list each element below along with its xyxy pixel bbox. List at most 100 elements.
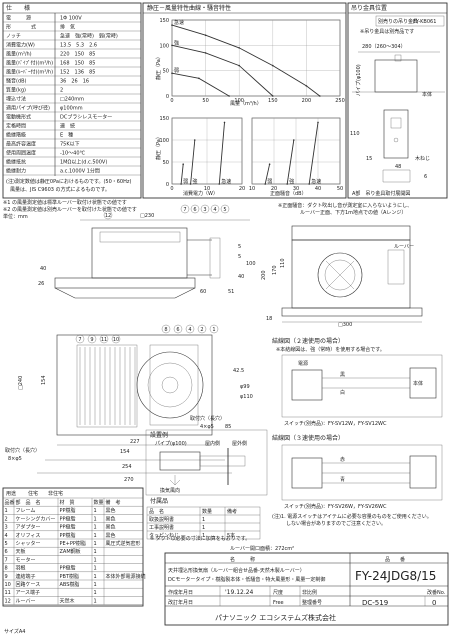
title-drawing-no: DC-519	[362, 599, 388, 607]
hanger-wood: 木ねじ	[415, 155, 430, 162]
spec-row-label: 質量(kg)	[6, 87, 26, 94]
parts-cell: 4	[5, 533, 8, 539]
accessories-header-cell: 品 名	[149, 508, 164, 515]
part-balloon	[210, 204, 220, 214]
parts-cell: 1	[94, 525, 97, 531]
bottom-dim-254: 254	[122, 464, 132, 470]
spec-row-value: 1Φ 100V	[60, 16, 82, 22]
wiring-white: 白	[340, 389, 345, 396]
parts-header-cell: 品番	[5, 499, 15, 506]
wiring-note-2b: しない場合がありますのでご注意ください。	[286, 520, 386, 527]
parts-header-cell: 部 品 名	[16, 499, 41, 506]
bottom-dim-270: 270	[124, 477, 134, 483]
spec-row-label: 電 源	[6, 15, 31, 22]
measure-note-1: ※1 の風量測定値は標準ルーバー取付け状態での値です	[3, 199, 127, 206]
spec-row-value: φ100mm	[60, 106, 83, 112]
part-balloon	[220, 204, 230, 214]
parts-cell: フレーム	[16, 508, 36, 514]
chart-point	[218, 183, 221, 185]
chart-point	[189, 183, 192, 185]
parts-cell: 1	[94, 533, 97, 539]
side-dim-170: 170	[272, 265, 278, 275]
accessories-cell: 工事説明書	[149, 524, 174, 531]
parts-cell: 1	[94, 557, 97, 563]
spec-row-value: 急速 強(常時) 弱(常時)	[60, 33, 118, 40]
parts-cell: PE+PP樹脂	[60, 540, 86, 547]
part-balloon-number: 12	[105, 213, 111, 219]
chart-series-line	[190, 139, 196, 185]
spec-row-label: 消費電力(W)	[6, 42, 35, 49]
hanger-pipe-label: パイプ(φ100)	[356, 64, 362, 96]
spec-row-value: 152 136 85	[60, 70, 95, 76]
footnote: ※ ダクト以必要の寸法に加算をもおりです。	[150, 535, 250, 542]
parts-cell: 11	[5, 590, 11, 596]
parts-cell: 1	[94, 582, 97, 588]
chart-noise-xlabel: 正面騒音（dB）	[270, 190, 307, 197]
chart-xtick: 40	[315, 186, 321, 192]
wiring-black: 黒	[340, 372, 345, 378]
louver-slats	[79, 347, 136, 425]
parts-cell: 1	[94, 549, 97, 555]
wiring-red: 赤	[340, 457, 345, 463]
spec-row-label: 形 式	[6, 24, 36, 31]
parts-cell: 7	[5, 557, 8, 563]
front-dim-26: 26	[38, 281, 44, 287]
chart-point	[264, 183, 267, 185]
parts-cell: 1	[94, 598, 97, 604]
chart-xtick: 0	[170, 98, 173, 104]
parts-cell: シャッター	[16, 540, 41, 547]
accessories-cell: 1	[202, 525, 205, 531]
parts-header-cell: 材 質	[60, 499, 75, 506]
chart-point	[286, 183, 289, 185]
chart-point	[238, 47, 240, 49]
chart-series-label: 急速	[221, 178, 231, 185]
parts-cell: アダプター	[16, 524, 41, 531]
chart-xtick: 50	[337, 186, 343, 192]
install-title: 設置例	[150, 431, 168, 439]
part-balloon	[209, 324, 219, 334]
chart-ytick: 150	[159, 18, 169, 24]
parts-cell: オリフィス	[16, 533, 41, 539]
install-flow: 換気風向	[160, 487, 180, 494]
spec-row-value: 36 26 16	[60, 79, 89, 85]
parts-cell: 1	[94, 508, 97, 514]
hanger-dim-110: 110	[350, 131, 360, 137]
parts-cell: 12	[5, 598, 11, 604]
front-dim-51: 51	[228, 289, 234, 295]
side-dim-110: 110	[280, 258, 286, 268]
parts-cell: 1	[94, 516, 97, 522]
wiring-switch-2: スイッチ(別売品)：FY-SV26W，FY-SV26WC	[284, 503, 387, 510]
wiring-panel: 結線図（２速使用の場合） ※本結線図は、強（常時）を使用する場合です。 電源 本…	[272, 337, 443, 527]
mount-hole-label: 取付穴（長穴）	[5, 447, 40, 454]
accessories-cell: 1	[202, 533, 205, 539]
parts-cell: 天板	[16, 548, 26, 555]
parts-cell: 9	[5, 574, 8, 580]
parts-cell: ABS樹脂	[60, 581, 80, 588]
chart-point	[171, 72, 173, 74]
spec-row-value: 連 続	[60, 123, 75, 130]
chart-point	[193, 139, 196, 141]
wiring-switch-1: スイッチ(別売品)：FY-SV12W，FY-SV12WC	[284, 420, 387, 427]
bottom-dim-42: 42.5	[233, 368, 244, 374]
front-dim-100: 100	[246, 261, 256, 267]
bottom-dim-99: φ99	[240, 384, 250, 390]
spec-row-label: 騒音(dB)	[6, 78, 27, 85]
install-indoor: 屋内側	[205, 440, 220, 447]
parts-cell: 1	[94, 574, 97, 580]
wiring-body: 本体	[413, 380, 423, 387]
chart-series-label: 強	[174, 39, 179, 46]
parts-cell: PP樹脂	[60, 507, 76, 514]
spec-row-value: 75K以下	[60, 142, 80, 148]
install-pipe: パイプ(φ100)	[155, 441, 187, 447]
front-dim-60: 60	[200, 289, 206, 295]
side-louver-label: ルーバー	[394, 244, 414, 250]
spec-row-label: 定格時間	[6, 123, 26, 130]
spec-row-value: 220 150 85	[60, 52, 95, 58]
